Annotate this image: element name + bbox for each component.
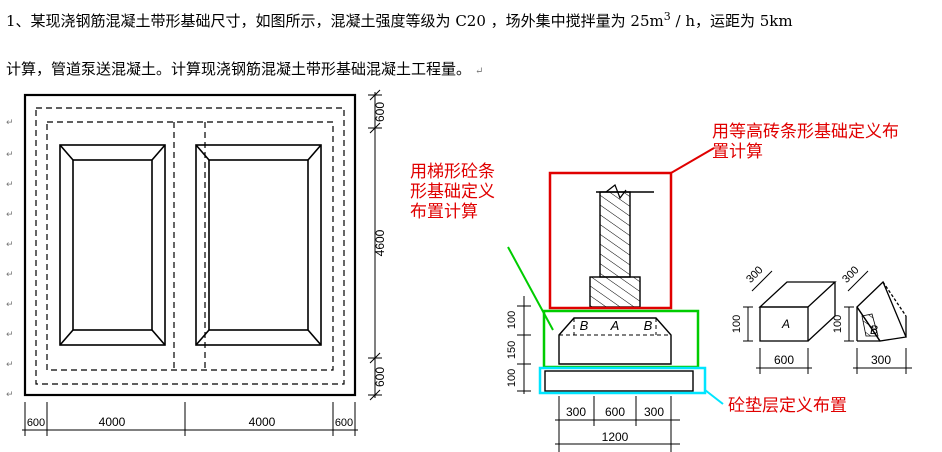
plan-dim-bottom-2: 4000: [99, 415, 126, 429]
trapezoid-callout-line: [507, 246, 554, 331]
return-mark: ↵: [6, 180, 14, 190]
return-mark: ↵: [6, 240, 14, 250]
plan-dim-bottom-3: 4000: [249, 415, 276, 429]
brick-foundation-highlight: [548, 171, 673, 310]
section-dim-left-top: 100: [506, 311, 518, 329]
return-mark: ↵: [6, 150, 14, 160]
problem-line-2: 计算，管道泵送混凝土。计算现浇钢筋混凝土带形基础混凝土工程量。↵: [6, 60, 484, 78]
section-label-a: A: [610, 318, 620, 333]
plan-dim-right-bottom: 600: [373, 367, 387, 387]
section-dim-bottom-1: 300: [566, 405, 586, 419]
block-b-label: B: [870, 323, 878, 337]
plan-dashed-strips: [35, 107, 345, 385]
concrete-cushion: [544, 370, 694, 392]
section-dim-bottom-2: 600: [605, 405, 625, 419]
brick-foundation-note: 用等高砖条形基础定义布置计算: [712, 122, 899, 162]
plan-right-dimension: [368, 89, 382, 401]
block-a: [758, 281, 837, 342]
superscript-3: 3: [663, 10, 671, 23]
section-dim-left-mid: 150: [506, 341, 518, 359]
plan-dim-bottom-1: 600: [27, 417, 45, 429]
block-a-label: A: [781, 317, 790, 331]
return-mark: ↵: [475, 66, 484, 77]
plan-right-panel: [195, 144, 322, 346]
block-a-width-dim: 600: [774, 353, 794, 367]
block-b-width-dim: 300: [871, 353, 891, 367]
return-mark: ↵: [6, 360, 14, 370]
cushion-callout-line: [704, 389, 724, 405]
section-bottom-dimension: [555, 396, 680, 452]
cushion-highlight: [538, 366, 707, 395]
return-mark: ↵: [6, 390, 14, 400]
brick-callout-line: [670, 147, 715, 174]
return-mark: ↵: [6, 300, 14, 310]
section-left-dimension: [517, 296, 531, 394]
return-mark: ↵: [6, 270, 14, 280]
plan-left-panel: [59, 144, 166, 346]
return-mark: ↵: [6, 330, 14, 340]
block-a-height-dim: 100: [731, 315, 743, 333]
trapezoid-foundation-note: 用梯形砼条形基础定义布置计算: [410, 162, 495, 222]
return-mark: ↵: [6, 210, 14, 220]
return-mark: ↵: [6, 118, 14, 128]
plan-dim-right-top: 600: [373, 102, 387, 122]
block-b: [856, 280, 907, 342]
section-label-b-left: B: [580, 318, 589, 333]
section-dim-total: 1200: [602, 430, 629, 444]
section-label-b-right: B: [644, 318, 653, 333]
plan-dim-right-mid: 4600: [373, 229, 387, 256]
plan-dim-bottom-4: 600: [335, 417, 353, 429]
problem-line-1: 1、某现浇钢筋混凝土带形基础尺寸，如图所示，混凝土强度等级为 C20 ，场外集中…: [6, 10, 793, 30]
block-b-height-dim: 100: [832, 315, 844, 333]
plan-bottom-dimension: [22, 402, 358, 436]
trapezoid-foundation-highlight: [542, 309, 700, 369]
block-b-dimensions: [844, 270, 912, 374]
block-a-dimensions: [743, 270, 812, 374]
section-dim-bottom-3: 300: [644, 405, 664, 419]
section-dim-left-bottom: 100: [506, 369, 518, 387]
cushion-note: 砼垫层定义布置: [728, 396, 847, 416]
plan-outer-wall: [23, 93, 357, 397]
